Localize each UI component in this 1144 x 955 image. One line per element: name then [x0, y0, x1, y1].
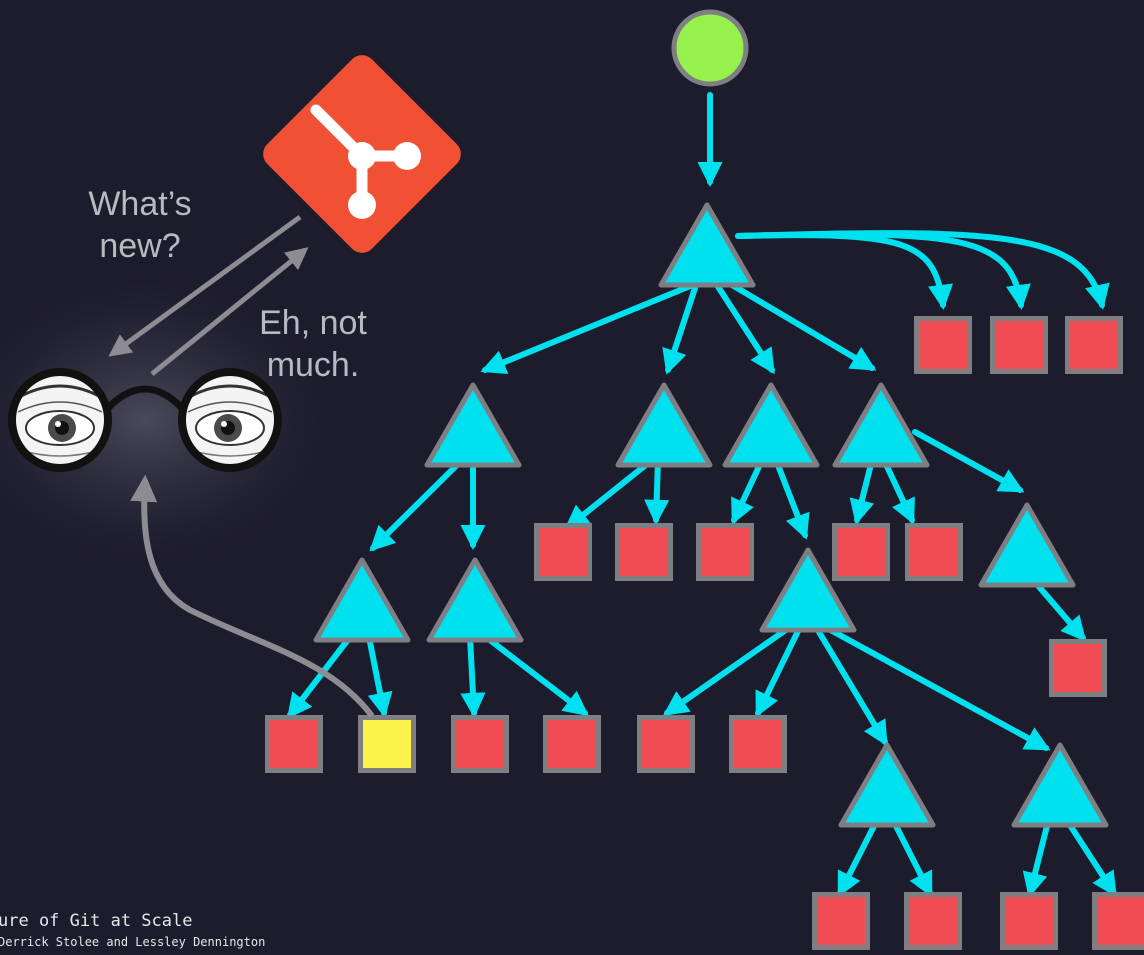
edge-arrow: [840, 822, 876, 893]
edge-arrow: [485, 282, 700, 370]
blob-node: [640, 718, 693, 771]
edge-arrow: [568, 460, 652, 527]
blob-node: [537, 526, 590, 579]
talk-authors: Derrick Stolee and Lessley Dennington: [0, 935, 265, 949]
blob-node: [618, 526, 671, 579]
edge-arrow: [290, 637, 350, 715]
tree-node: [835, 385, 927, 465]
tree-node: [316, 560, 408, 640]
edge-arrow: [894, 822, 930, 893]
blob-node: [815, 895, 868, 948]
blob-node: [732, 718, 785, 771]
edge-arrow: [667, 627, 790, 713]
question-text: What’s new?: [70, 183, 210, 267]
blob-node: [835, 526, 888, 579]
answer-text: Eh, not much.: [238, 302, 388, 386]
blob-node: [1003, 895, 1056, 948]
tree-node: [1014, 745, 1106, 825]
edge-arrow: [373, 460, 462, 548]
tree-node: [725, 385, 817, 465]
edge-arrow: [825, 627, 1046, 748]
tree-node: [841, 745, 933, 825]
commit-node: [674, 12, 746, 84]
changed-blob-node: [361, 718, 414, 771]
edge-arrow: [758, 627, 800, 713]
tree-node: [618, 385, 710, 465]
edge-arrow: [486, 637, 585, 713]
tree-node: [429, 560, 521, 640]
blob-node: [546, 718, 599, 771]
edge-arrow: [738, 235, 943, 305]
edge-arrow: [656, 460, 658, 520]
edge-arrow: [857, 460, 872, 520]
blob-node: [699, 526, 752, 579]
edge-arrow: [734, 460, 762, 520]
blob-node: [268, 718, 321, 771]
tree-node: [661, 205, 753, 285]
edge-arrow: [470, 637, 474, 713]
blob-node: [1095, 895, 1144, 948]
blob-node: [454, 718, 507, 771]
blob-node: [993, 319, 1046, 372]
blob-node: [907, 895, 960, 948]
edge-arrow: [1035, 582, 1083, 638]
edge-arrow: [915, 432, 1020, 490]
blob-node: [908, 526, 961, 579]
edge-arrow: [369, 637, 384, 713]
blob-node: [1052, 642, 1105, 695]
edge-arrow: [738, 234, 1021, 305]
edge-arrow: [884, 460, 912, 520]
tree-node: [981, 505, 1073, 585]
edge-arrow: [776, 460, 805, 535]
edge-arrow: [727, 282, 872, 368]
talk-title: ure of Git at Scale: [0, 911, 192, 931]
blob-node: [1068, 319, 1121, 372]
blob-node: [917, 319, 970, 372]
tree-node: [427, 385, 519, 465]
edge-arrow: [1030, 822, 1048, 893]
edge-arrow: [1068, 822, 1114, 893]
edge-arrow: [738, 233, 1102, 305]
